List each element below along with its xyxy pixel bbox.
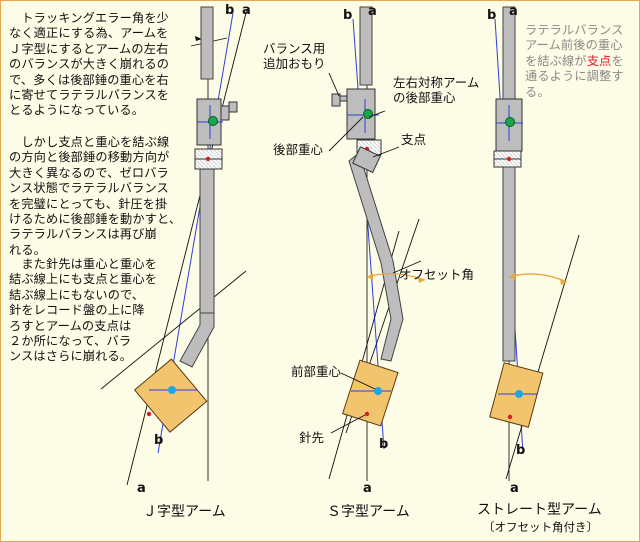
- j-arm-tube: [199, 168, 215, 314]
- st-offset-arc: [508, 273, 568, 283]
- right-note: ラテラルバランス アーム前後の重心 を結ぶ線が支点を 通るように調整す る。: [525, 23, 624, 100]
- right-note-after: を 通るように調整す る。: [525, 53, 624, 99]
- st-label-b-top: b: [487, 8, 497, 23]
- j-label-b-top: b: [225, 3, 235, 18]
- leader-offset-angle: [392, 260, 422, 274]
- leader-balance-weight: [328, 72, 340, 97]
- s-arm: [328, 6, 426, 481]
- j-cartridge: [133, 358, 208, 433]
- st-pivot-dot: [506, 156, 512, 162]
- s-pivot-block: [352, 146, 381, 174]
- label-rear-cog: 後部重心: [273, 142, 324, 157]
- st-rear-cog-dot: [505, 117, 515, 127]
- s-label-b-top: b: [343, 8, 353, 23]
- s-cartridge: [342, 359, 399, 427]
- st-arm-tube: [502, 166, 516, 362]
- j-front-cog-dot: [168, 386, 176, 394]
- straight-arm: [489, 6, 580, 481]
- caption-j-arm: Ｊ字型アーム: [143, 504, 226, 520]
- label-balance-weight: バランス用 追加おもり: [263, 41, 326, 71]
- s-label-b-bottom: b: [379, 437, 389, 452]
- j-stylus-dot: [146, 411, 152, 417]
- label-stylus: 針先: [299, 430, 325, 445]
- st-label-a-top: a: [509, 4, 518, 19]
- st-label-b-bottom: b: [516, 443, 526, 458]
- label-offset-angle: オフセット角: [399, 267, 475, 282]
- caption-s-arm: Ｓ字型アーム: [327, 504, 410, 520]
- label-symmetric-cog: 左右対称アーム の後部重心: [393, 75, 480, 105]
- caption-straight-arm: ストレート型アーム: [477, 502, 602, 518]
- s-label-a-top: a: [368, 4, 377, 19]
- leader-rear-cog: [328, 116, 364, 152]
- j-pivot-dot: [205, 156, 211, 162]
- j-label-a-bottom: a: [137, 481, 146, 496]
- j-arm-rear: [200, 6, 214, 80]
- j-arm: [100, 6, 248, 486]
- j-cartridge-line: [100, 270, 247, 390]
- s-stylus-dot: [364, 411, 370, 417]
- label-front-cog: 前部重心: [291, 364, 342, 379]
- left-paragraph-3: また針先は重心と重心を 結ぶ線上にも支点と重心を 結ぶ線上にもないので、 針をレ…: [9, 257, 158, 364]
- right-note-highlight: 支点: [586, 53, 612, 68]
- j-angle-arrow: [195, 36, 202, 41]
- j-arm-bend: [179, 312, 215, 368]
- left-paragraph-1: トラッキングエラー角を少 なく適正にする為、アームを Ｊ字型にするとアームの左右…: [9, 11, 170, 118]
- s-arm-tube: [348, 152, 404, 362]
- leader-pivot: [372, 146, 400, 158]
- st-arm-rear: [502, 6, 516, 100]
- s-front-cog-dot: [374, 387, 382, 395]
- leader-front-cog: [340, 372, 376, 390]
- s-arm-rear: [359, 6, 373, 86]
- j-label-a-top: a: [242, 3, 251, 18]
- st-label-a-bottom: a: [510, 481, 519, 496]
- j-label-b-bottom: b: [154, 433, 164, 448]
- leader-symmetric-cog: [368, 110, 386, 118]
- caption-straight-arm-sub: 〔オフセット角付き〕: [483, 520, 598, 534]
- st-front-cog-dot: [515, 390, 523, 398]
- s-rear-cog-dot: [363, 109, 373, 119]
- left-paragraph-2: しかし支点と重心を結ぶ線 の方向と後部錘の移動方向が 大きく異なるので、ゼロバラ…: [9, 135, 182, 257]
- leader-stylus: [330, 414, 366, 434]
- j-weight-screw: [228, 101, 238, 113]
- s-label-a-bottom: a: [363, 481, 372, 496]
- j-line-a: [126, 8, 248, 486]
- right-note-before: ラテラルバランス アーム前後の重心 を結ぶ線が: [525, 23, 624, 68]
- st-line-a: [505, 234, 580, 480]
- label-pivot: 支点: [401, 132, 427, 147]
- st-stylus-dot: [507, 414, 513, 420]
- j-rear-cog-dot: [208, 116, 218, 126]
- j-weight-knob: [220, 105, 230, 121]
